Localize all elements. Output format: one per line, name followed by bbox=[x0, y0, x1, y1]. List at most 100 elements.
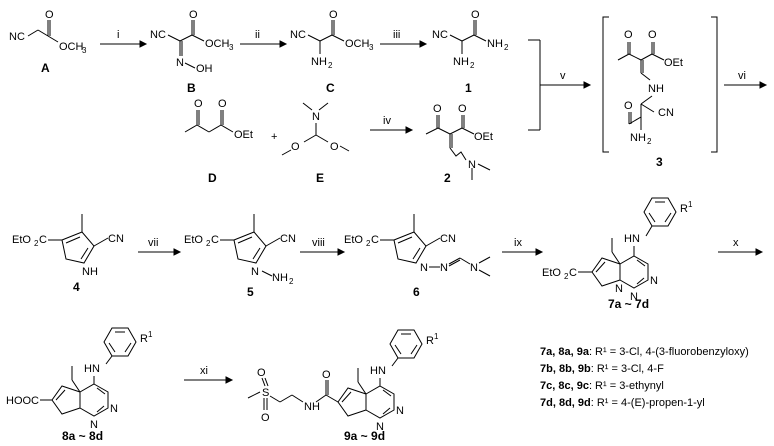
svg-text:xi: xi bbox=[200, 365, 208, 377]
svg-text:B: B bbox=[187, 81, 196, 95]
svg-text:N: N bbox=[176, 57, 184, 69]
svg-text:9a ~ 9d: 9a ~ 9d bbox=[344, 429, 385, 443]
svg-text:O: O bbox=[322, 369, 331, 381]
arrow-ix: ix bbox=[502, 237, 544, 256]
svg-text:N: N bbox=[615, 283, 623, 295]
compound-c: NC O OCH 3 NH 2 C bbox=[290, 9, 374, 95]
svg-text:CN: CN bbox=[658, 107, 674, 119]
compound-1: NC O NH 2 NH 2 1 bbox=[432, 9, 509, 95]
svg-text:O: O bbox=[471, 9, 480, 21]
compound-2: O O OEt N 2 bbox=[425, 103, 493, 185]
arrow-vii: vii bbox=[138, 237, 182, 256]
svg-text:O: O bbox=[218, 98, 227, 110]
svg-text:EtO: EtO bbox=[344, 234, 363, 246]
arrow-viii: viii bbox=[300, 237, 346, 256]
svg-text:N: N bbox=[396, 405, 404, 417]
svg-text:2: 2 bbox=[34, 239, 39, 248]
svg-text:2: 2 bbox=[328, 61, 333, 70]
svg-text:CN: CN bbox=[440, 233, 456, 245]
svg-text:NC: NC bbox=[290, 29, 306, 41]
svg-text:NH: NH bbox=[648, 83, 664, 95]
svg-text:7a ~ 7d: 7a ~ 7d bbox=[608, 297, 649, 311]
svg-text:N: N bbox=[420, 262, 428, 274]
svg-text:O: O bbox=[329, 9, 338, 21]
svg-text:N: N bbox=[440, 262, 448, 274]
svg-text:2: 2 bbox=[564, 272, 569, 281]
svg-text:NC: NC bbox=[150, 29, 166, 41]
svg-text:HN: HN bbox=[624, 233, 640, 245]
svg-text:HN: HN bbox=[84, 363, 100, 375]
compound-a: NC O OCH 3 A bbox=[9, 9, 87, 75]
svg-text:NH: NH bbox=[630, 132, 646, 144]
arrow-ii: ii bbox=[240, 29, 288, 48]
svg-text:iv: iv bbox=[383, 115, 391, 127]
svg-text:O: O bbox=[330, 141, 339, 153]
svg-text:N: N bbox=[251, 266, 259, 278]
svg-text:NH: NH bbox=[272, 272, 288, 284]
label-a: A bbox=[41, 61, 50, 75]
svg-text:OH: OH bbox=[196, 63, 213, 75]
arrow-vi: vi bbox=[724, 70, 768, 89]
svg-text:NH: NH bbox=[311, 56, 327, 68]
compound-5: CN EtO 2 C N NH 2 5 bbox=[184, 214, 296, 299]
svg-text:N: N bbox=[90, 419, 98, 431]
svg-text:1: 1 bbox=[465, 81, 472, 95]
legend-row-2: 7b, 8b, 9b: R¹ = 3-Cl, 4-F bbox=[540, 363, 664, 375]
svg-text:R: R bbox=[140, 333, 148, 345]
svg-text:N: N bbox=[468, 159, 476, 171]
svg-text:vi: vi bbox=[738, 70, 746, 82]
arrow-iii: iii bbox=[380, 29, 428, 48]
svg-text:CN: CN bbox=[108, 233, 124, 245]
svg-text:ii: ii bbox=[255, 29, 260, 41]
svg-text:i: i bbox=[117, 29, 119, 41]
arrow-iv: iv bbox=[370, 115, 414, 134]
svg-text:N: N bbox=[650, 275, 658, 287]
svg-text:2: 2 bbox=[206, 239, 211, 248]
compound-6: CN EtO 2 C N N N 6 bbox=[344, 214, 491, 299]
svg-text:O: O bbox=[45, 9, 54, 21]
svg-text:NH: NH bbox=[304, 401, 320, 413]
svg-text:OEt: OEt bbox=[474, 131, 493, 143]
svg-text:C: C bbox=[211, 234, 219, 246]
svg-text:O: O bbox=[624, 100, 633, 112]
svg-text:5: 5 bbox=[247, 285, 254, 299]
svg-text:3: 3 bbox=[369, 43, 374, 52]
compound-8: R 1 HN HOOC N N 8a ~ 8d bbox=[6, 327, 153, 443]
svg-text:iii: iii bbox=[393, 29, 400, 41]
svg-text:viii: viii bbox=[312, 237, 325, 249]
svg-text:EtO: EtO bbox=[184, 234, 203, 246]
svg-text:E: E bbox=[316, 171, 324, 185]
svg-text:NC: NC bbox=[432, 29, 448, 41]
svg-text:2: 2 bbox=[289, 277, 294, 286]
svg-text:N: N bbox=[630, 291, 638, 303]
svg-text:OCH: OCH bbox=[205, 38, 230, 50]
svg-text:EtO: EtO bbox=[542, 267, 561, 279]
svg-text:1: 1 bbox=[688, 200, 693, 209]
svg-text:C: C bbox=[569, 267, 577, 279]
plus-sign: + bbox=[271, 131, 277, 143]
svg-text:EtO: EtO bbox=[12, 234, 31, 246]
svg-text:2: 2 bbox=[470, 61, 475, 70]
legend-row-4: 7d, 8d, 9d: R¹ = 4-(E)-propen-1-yl bbox=[540, 397, 705, 409]
svg-text:C: C bbox=[371, 234, 379, 246]
svg-text:N: N bbox=[376, 421, 384, 433]
arrow-x: x bbox=[718, 237, 764, 256]
compound-9: R 1 HN O NH S O O N N 9a ~ 9d bbox=[247, 329, 439, 443]
svg-text:C: C bbox=[39, 234, 47, 246]
svg-text:O: O bbox=[433, 103, 442, 115]
svg-text:v: v bbox=[560, 70, 566, 82]
svg-text:R: R bbox=[426, 335, 434, 347]
svg-text:R: R bbox=[680, 203, 688, 215]
svg-text:2: 2 bbox=[647, 137, 652, 146]
svg-text:O: O bbox=[624, 29, 633, 41]
svg-text:NC: NC bbox=[9, 31, 25, 43]
svg-text:O: O bbox=[257, 367, 266, 379]
svg-text:O: O bbox=[458, 103, 467, 115]
svg-text:OCH: OCH bbox=[345, 38, 370, 50]
arrow-i: i bbox=[100, 29, 148, 48]
svg-text:1: 1 bbox=[434, 332, 439, 341]
svg-text:CN: CN bbox=[280, 233, 296, 245]
svg-text:O: O bbox=[194, 98, 203, 110]
svg-text:OEt: OEt bbox=[664, 57, 683, 69]
